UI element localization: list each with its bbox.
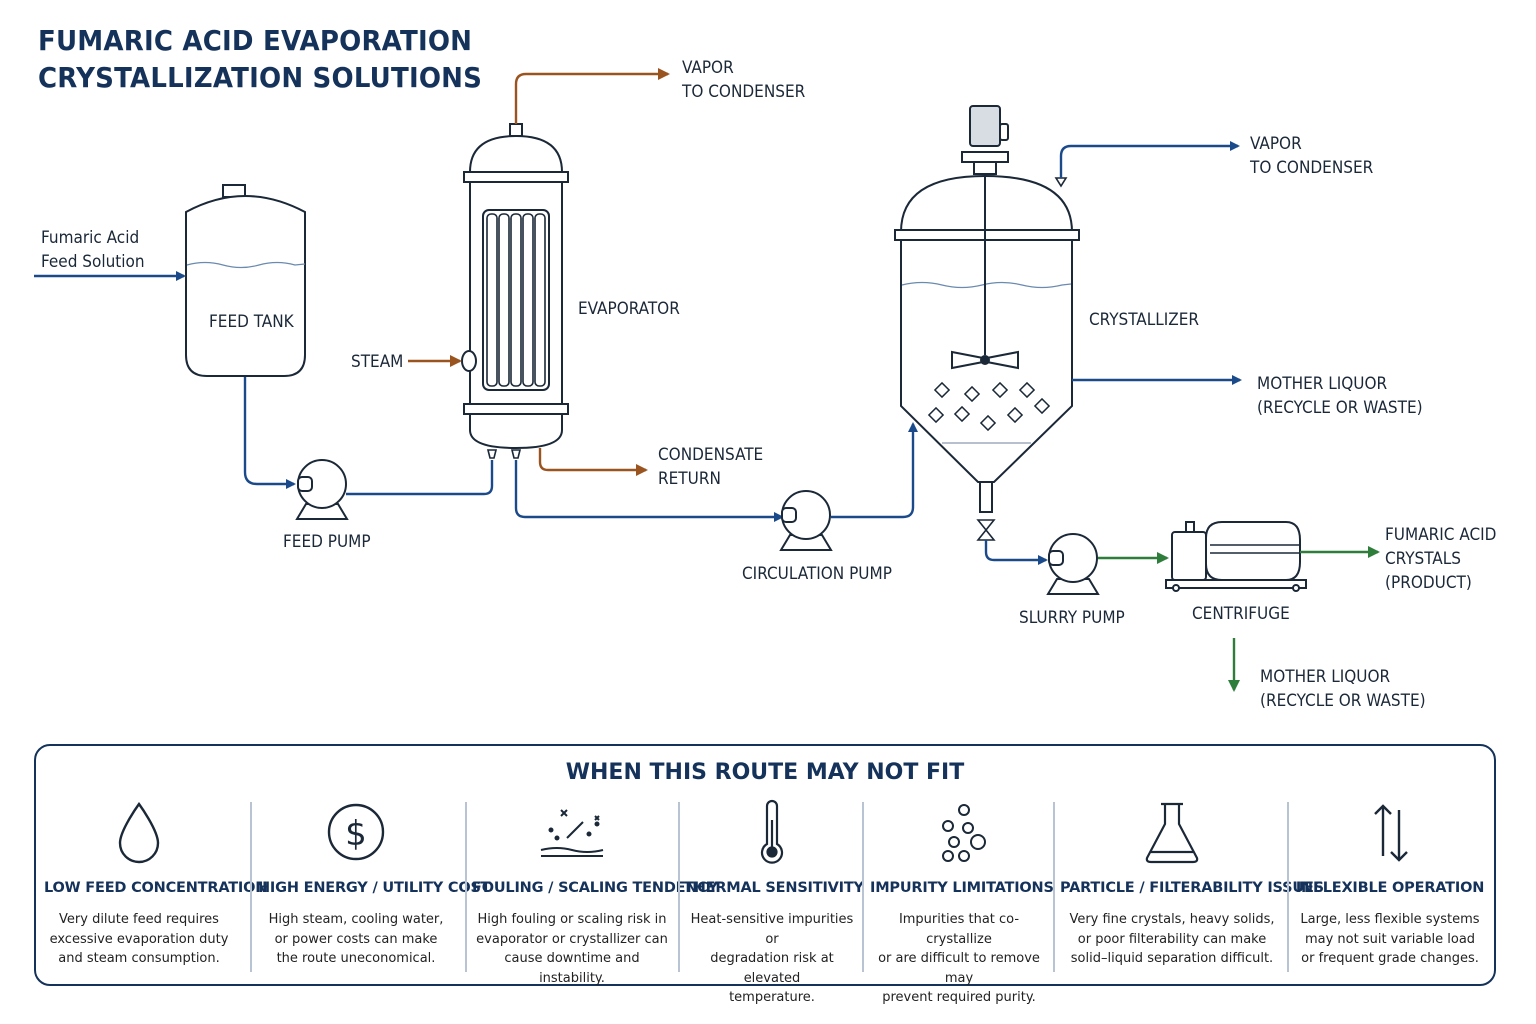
centrifuge-label: CENTRIFUGE — [1192, 604, 1290, 624]
panel-title: WHEN THIS ROUTE MAY NOT FIT — [565, 760, 965, 785]
separator — [250, 802, 252, 972]
svg-text:$: $ — [345, 814, 367, 854]
particles-icon — [942, 804, 986, 862]
circulation-pump-to-crystallizer-line — [831, 422, 918, 519]
separator — [1287, 802, 1289, 972]
separator — [678, 802, 680, 972]
limitation-impurity: IMPURITY LIMITATIONS Impurities that co-… — [870, 794, 1054, 1005]
scaling-icon — [540, 809, 604, 857]
centrifuge — [1165, 521, 1307, 592]
steam-label: STEAM — [351, 352, 404, 372]
limitation-thermal: THERMAL SENSITIVITY Heat-sensitive impur… — [684, 794, 864, 1005]
crystallizer-to-slurry-pump-line — [984, 540, 1048, 565]
page-title: FUMARIC ACID EVAPORATION CRYSTALLIZATION… — [38, 22, 516, 96]
condensate-label: CONDENSATE RETURN — [658, 445, 764, 489]
pump-to-evaporator-line — [346, 460, 494, 496]
slurry-pump-label: SLURRY PUMP — [1019, 608, 1125, 628]
separator — [465, 802, 467, 972]
condensate-line — [538, 448, 648, 476]
circulation-pump-label: CIRCULATION PUMP — [742, 564, 892, 584]
evaporator-vapor-line — [514, 68, 670, 124]
feed-pump — [295, 459, 349, 520]
droplet-icon — [118, 801, 160, 864]
process-flow-diagram — [34, 68, 1380, 692]
limitation-fouling: FOULING / SCALING TENDENCY High fouling … — [472, 794, 718, 986]
separator — [1053, 802, 1055, 972]
slurry-pump — [1046, 533, 1100, 595]
limitation-low-feed: LOW FEED CONCENTRATION Very dilute feed … — [44, 794, 267, 974]
separator — [862, 802, 864, 972]
feed-tank — [185, 184, 306, 377]
dollar-icon: $ — [327, 803, 385, 861]
crystallizer — [894, 105, 1080, 541]
feed-solution-label: Fumaric Acid Feed Solution — [41, 228, 145, 272]
evaporator-vapor-label: VAPOR TO CONDENSER — [682, 58, 806, 102]
crystallizer-vapor-label: VAPOR TO CONDENSER — [1250, 134, 1374, 178]
thermometer-icon — [760, 799, 784, 864]
mother-liquor-label-2: MOTHER LIQUOR (RECYCLE OR WASTE) — [1260, 667, 1426, 711]
crystallizer-vapor-line — [1059, 141, 1240, 178]
limitations-panel: WHEN THIS ROUTE MAY NOT FIT LOW FEED CON… — [34, 744, 1496, 1005]
evaporator — [461, 123, 569, 459]
title-line-1: FUMARIC ACID EVAPORATION — [38, 24, 473, 57]
tank-to-pump-line — [243, 377, 296, 489]
limitation-inflexible: INFLEXIBLE OPERATION Large, less flexibl… — [1294, 794, 1486, 974]
flask-icon — [1145, 802, 1199, 864]
limitation-particle: PARTICLE / FILTERABILITY ISSUES Very fin… — [1060, 794, 1324, 974]
evaporator-label: EVAPORATOR — [578, 299, 680, 319]
arrows-updown-icon — [1374, 804, 1408, 862]
limitation-high-energy: $ HIGH ENERGY / UTILITY COST High steam,… — [258, 794, 491, 974]
evaporator-to-circulation-pump-line — [514, 460, 784, 522]
feed-pump-label: FEED PUMP — [283, 532, 371, 552]
mother-liquor-label-1: MOTHER LIQUOR (RECYCLE OR WASTE) — [1257, 374, 1423, 418]
circulation-pump — [779, 490, 833, 551]
product-label: FUMARIC ACID CRYSTALS (PRODUCT) — [1385, 525, 1497, 593]
crystallizer-label: CRYSTALLIZER — [1089, 310, 1200, 330]
feed-tank-label: FEED TANK — [209, 312, 294, 332]
title-line-2: CRYSTALLIZATION SOLUTIONS — [38, 61, 483, 94]
